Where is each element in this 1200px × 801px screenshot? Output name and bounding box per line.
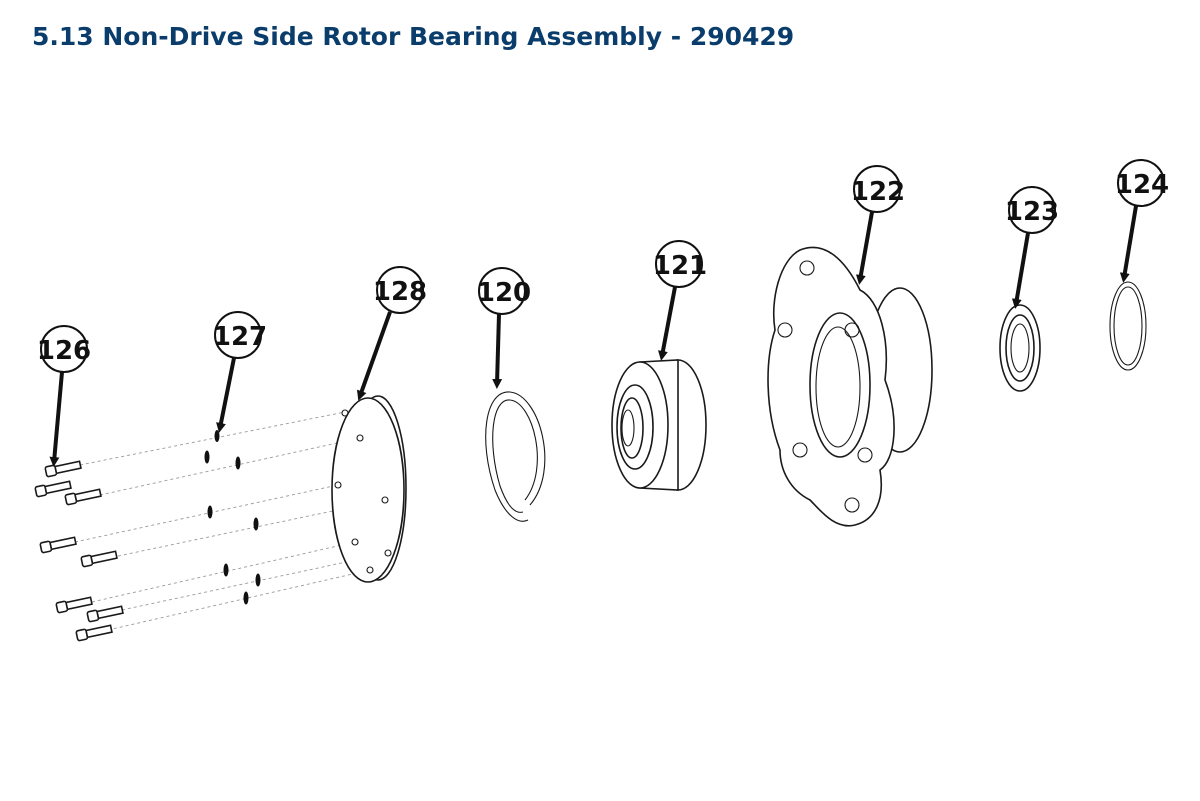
callout-121: 121	[653, 240, 707, 361]
callout-label-122: 122	[851, 177, 905, 207]
callout-122: 122	[851, 165, 905, 285]
callout-label-124: 124	[1115, 170, 1169, 200]
callout-124: 124	[1115, 159, 1169, 283]
callout-123: 123	[1005, 186, 1059, 309]
cap-screws-126	[34, 460, 124, 642]
end-cover-128	[331, 395, 407, 583]
snap-ring-124	[1109, 281, 1147, 371]
callout-label-121: 121	[653, 251, 707, 281]
seal-123	[999, 304, 1041, 392]
callout-label-123: 123	[1005, 197, 1059, 227]
callout-label-120: 120	[477, 278, 531, 308]
alignment-lines	[74, 411, 389, 631]
callout-label-128: 128	[373, 277, 427, 307]
callout-120: 120	[477, 267, 531, 389]
bearing-housing-122	[767, 246, 933, 527]
callout-label-126: 126	[37, 336, 91, 366]
retaining-ring-120	[485, 391, 546, 522]
page-title: 5.13 Non-Drive Side Rotor Bearing Assemb…	[32, 22, 795, 51]
washers-127	[204, 430, 261, 605]
callout-126: 126	[37, 325, 91, 467]
bearing-121	[611, 359, 707, 491]
callout-label-127: 127	[213, 322, 267, 352]
callout-128: 128	[356, 266, 427, 401]
callout-127: 127	[213, 311, 267, 433]
